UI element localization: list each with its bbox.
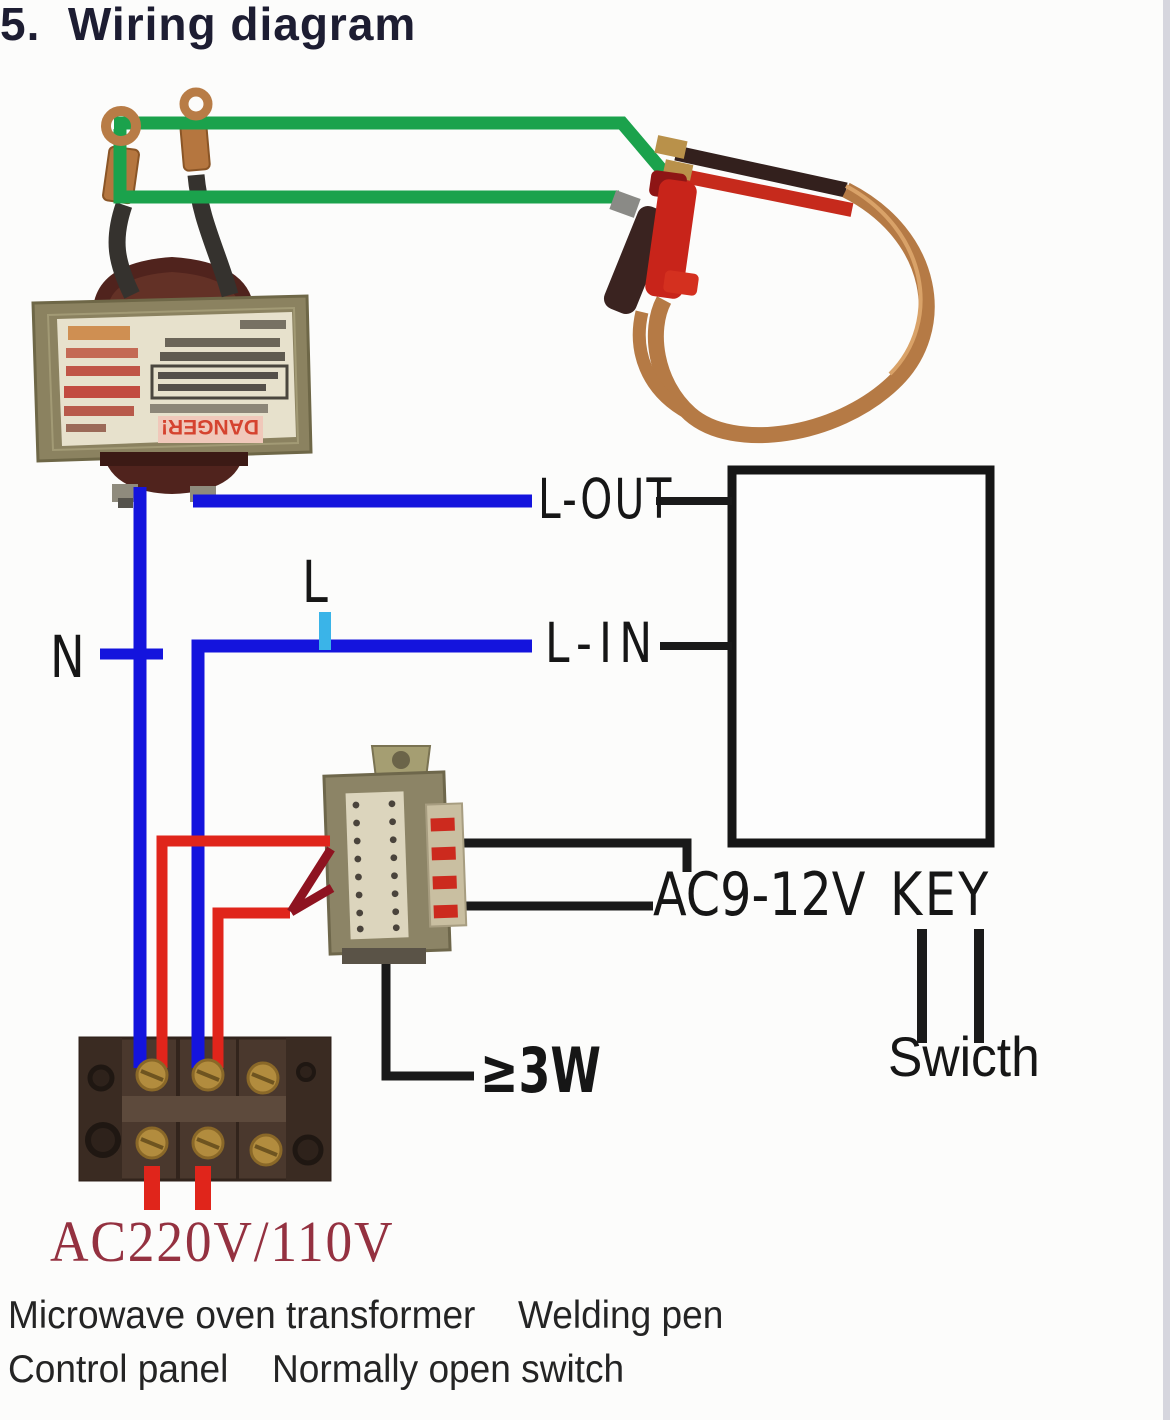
page-title: 5. Wiring diagram — [0, 0, 417, 50]
ring-terminal-left — [101, 106, 141, 146]
blue-mains-wires — [100, 487, 532, 1068]
pen-connector-dark-fitting — [609, 190, 641, 218]
dark-red-jumper-1 — [287, 846, 335, 915]
mot-bottom-tab-left — [112, 484, 138, 502]
caption-welding-pen: Welding pen — [518, 1294, 724, 1337]
small-transformer-pin-block — [424, 802, 468, 928]
mot-label-spec-box — [150, 364, 289, 400]
terminal-block-screw — [296, 1062, 316, 1082]
label-min-power: ≥3W — [480, 1034, 601, 1107]
small-transformer-pins — [352, 800, 400, 933]
mot-label-bar — [160, 352, 285, 361]
mot-danger-text: DANGER! — [161, 415, 259, 438]
terminal-block-left-column — [80, 1038, 122, 1180]
dark-red-jumper-2 — [288, 884, 335, 916]
label-switch: Swicth — [888, 1025, 1040, 1088]
green-wire-upper — [114, 116, 672, 181]
copper-cable-loop — [647, 182, 935, 444]
mot-label-bar — [64, 406, 134, 416]
terminal-block-brass-screws — [135, 1058, 283, 1167]
microwave-oven-transformer-photo: DANGER! — [31, 118, 313, 508]
label-l-out: L-OUT — [538, 467, 674, 531]
mot-frame-bevel — [46, 306, 300, 452]
small-transformer-red-pins — [430, 817, 458, 919]
welding-pen-photo — [603, 135, 935, 444]
mot-label-bar — [165, 338, 280, 347]
pen-tip-brass-1 — [654, 135, 688, 159]
pen-rod-dark — [674, 145, 848, 198]
red-wire-1 — [156, 835, 330, 1068]
small-transformer-base — [342, 948, 426, 964]
mot-label-bar — [66, 366, 140, 376]
small-transformer-tab-hole — [392, 751, 410, 769]
control-panel-box — [727, 465, 995, 848]
mot-label-bar — [64, 386, 140, 398]
small-transformer-bobbin — [345, 791, 409, 940]
mot-label-bar — [150, 404, 268, 413]
caption-microwave-oven-transformer: Microwave oven transformer — [8, 1294, 476, 1337]
terminal-block-mid-band — [122, 1096, 286, 1122]
mot-label-bar — [240, 320, 286, 329]
caption-control-panel: Control panel — [8, 1348, 229, 1391]
mot-black-wire-left — [108, 202, 140, 299]
ring-terminal-right — [179, 87, 213, 121]
red-primary-wires — [144, 835, 335, 1210]
green-secondary-wires — [113, 116, 672, 204]
label-mains-voltage: AC220V/110V — [50, 1209, 395, 1274]
mot-label-bar — [158, 372, 278, 379]
label-neutral: N — [50, 623, 85, 691]
copper-cable-highlight — [845, 184, 923, 376]
label-live: L — [302, 548, 328, 616]
label-key: KEY — [890, 860, 991, 930]
mot-danger-sticker — [158, 416, 263, 443]
mot-label-bar — [66, 424, 106, 432]
mot-label-bar — [66, 348, 138, 358]
terminal-block-screw — [87, 1064, 115, 1092]
pen-rod-red — [682, 169, 854, 217]
mot-label-bar — [158, 384, 266, 391]
mot-bottom-coil-band — [100, 452, 248, 466]
mot-lead-stub — [118, 498, 133, 508]
pen-connector-red — [645, 179, 697, 299]
red-wire-2 — [212, 907, 290, 1068]
copper-cable-short — [632, 310, 692, 419]
mot-label-bar — [68, 326, 130, 340]
label-ac9-12v: AC9-12V — [653, 860, 866, 930]
green-wire-lower — [113, 129, 619, 204]
power-3w-wire — [381, 960, 474, 1081]
ac9-wire-top — [458, 838, 692, 872]
caption-normally-open-switch: Normally open switch — [272, 1348, 625, 1391]
mot-black-wire-right — [187, 174, 239, 298]
terminal-block-screw — [292, 1134, 324, 1166]
l-in-wire — [191, 639, 532, 1068]
scan-edge-artifact — [1163, 0, 1170, 1420]
pen-connector-red-band — [663, 270, 699, 296]
black-connector-lines — [381, 497, 984, 1081]
terminal-block-photo — [78, 1036, 332, 1182]
small-transformer-photo — [322, 745, 468, 964]
label-l-in: L-IN — [545, 611, 660, 675]
terminal-block-screw — [85, 1122, 121, 1158]
